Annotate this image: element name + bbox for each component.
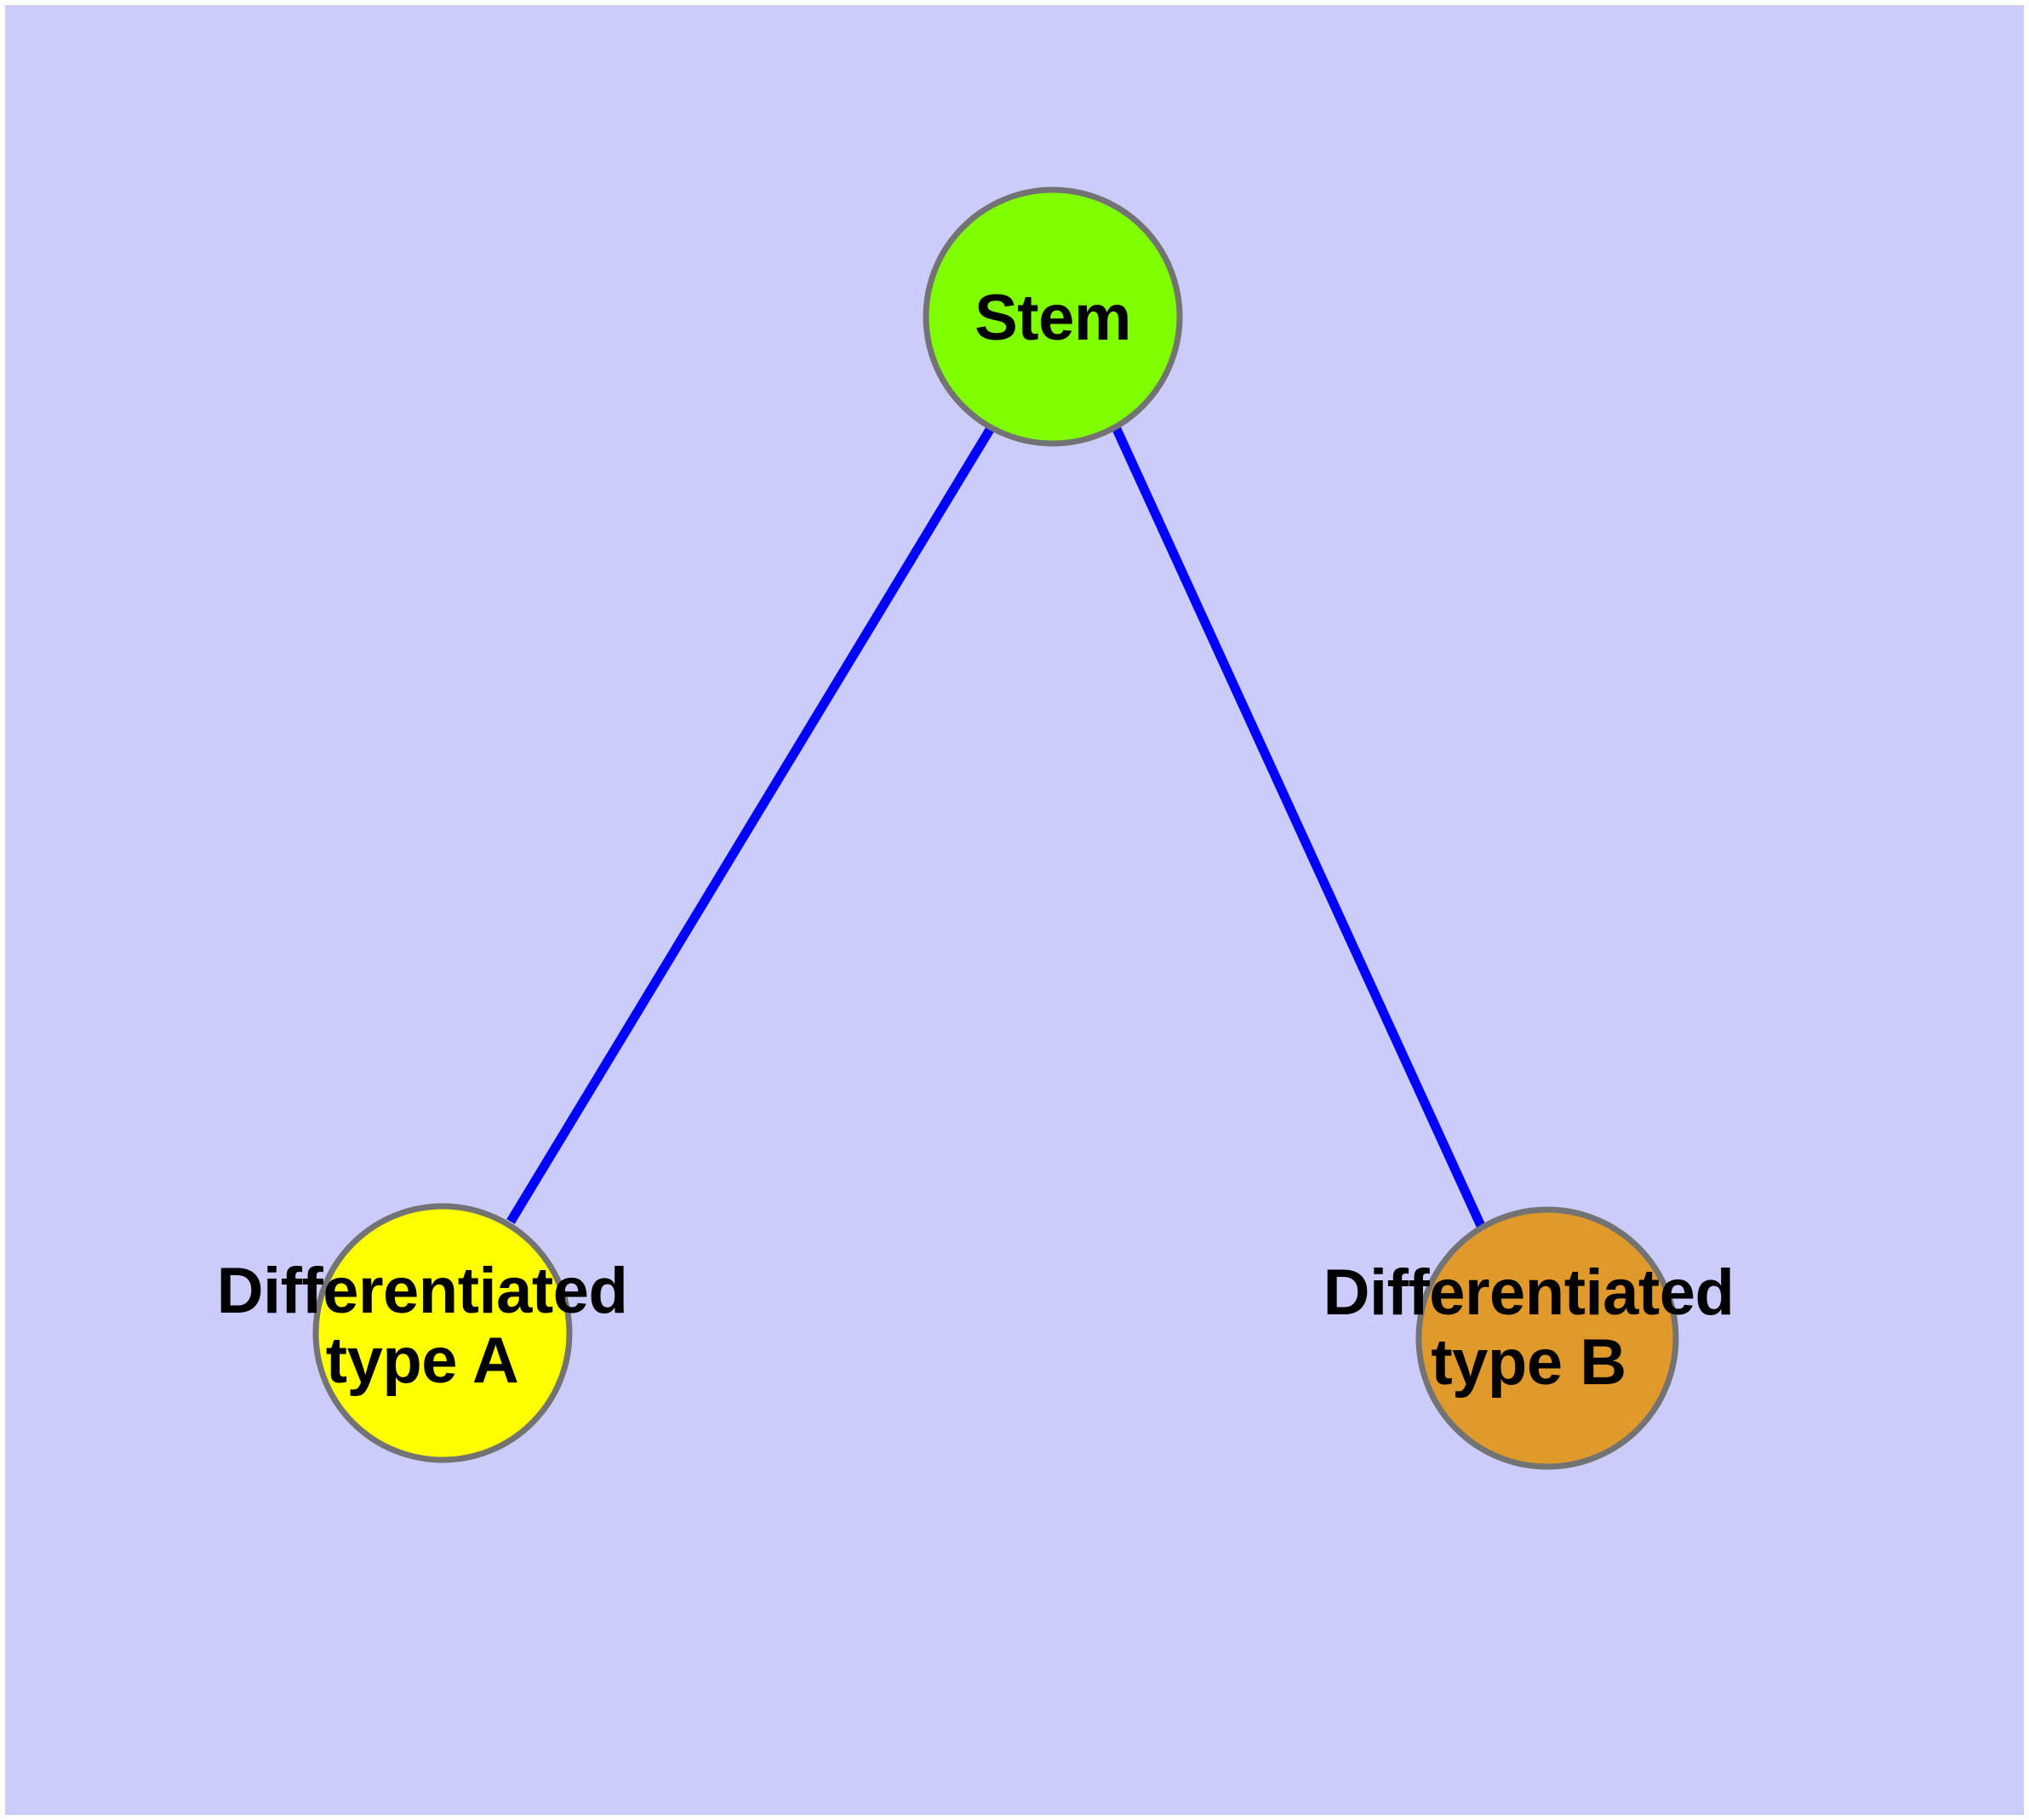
edge-stem-to-diff-a — [506, 426, 995, 1224]
edge-stem-to-diff-b — [1112, 426, 1486, 1228]
node-circle-differentiated-type-a[interactable] — [312, 1203, 573, 1463]
node-circle-differentiated-type-b[interactable] — [1415, 1206, 1679, 1470]
node-circle-stem[interactable] — [923, 186, 1183, 447]
